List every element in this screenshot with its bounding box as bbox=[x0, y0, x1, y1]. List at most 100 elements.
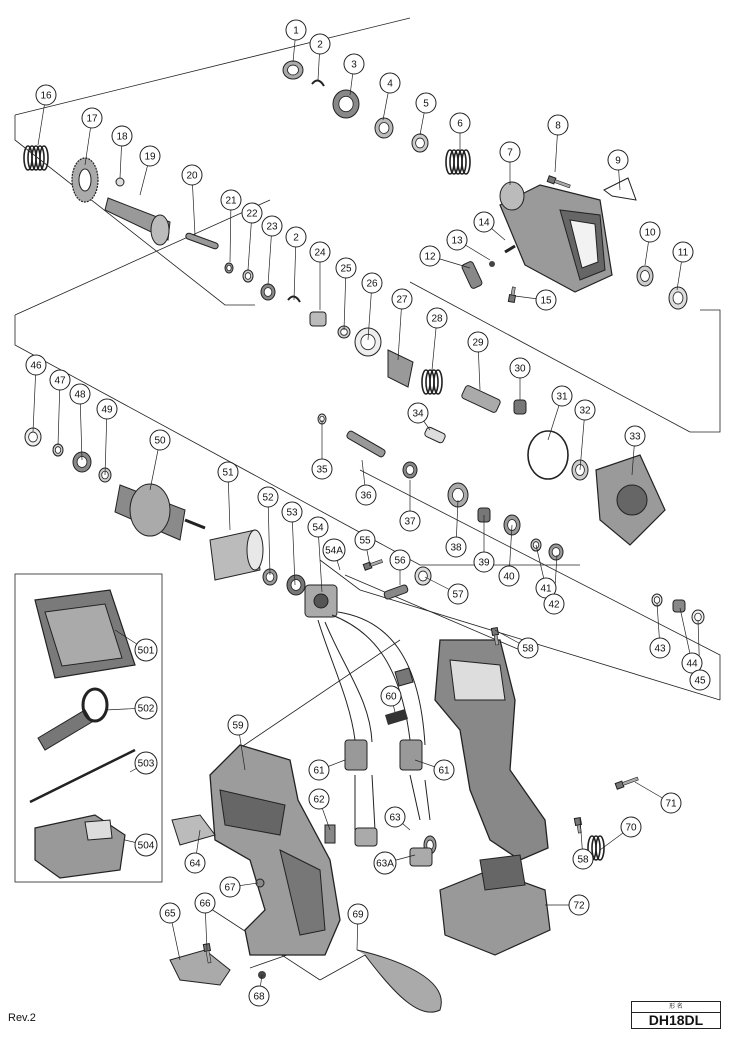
parts-illustrations bbox=[23, 60, 705, 1013]
callout-502: 502 bbox=[134, 696, 158, 720]
part-29-cam-icon bbox=[461, 385, 501, 413]
part-8-screw-icon bbox=[546, 175, 571, 189]
callout-1: 1 bbox=[285, 19, 307, 41]
part-55-screw-icon bbox=[362, 559, 383, 571]
callout-label: 19 bbox=[144, 152, 156, 163]
part-19-spindle-icon bbox=[104, 197, 171, 246]
callout-23: 23 bbox=[261, 215, 283, 237]
part-56-icon bbox=[383, 584, 409, 600]
callout-label: 12 bbox=[424, 252, 436, 263]
callout-24: 24 bbox=[309, 241, 331, 263]
motor-wires bbox=[317, 611, 431, 831]
callout-label: 58 bbox=[522, 644, 534, 655]
callout-49: 49 bbox=[96, 398, 118, 420]
callout-label: 55 bbox=[359, 536, 371, 547]
part-71-screw-icon bbox=[614, 776, 639, 790]
part-58-screw-icon bbox=[490, 626, 500, 646]
callout-leader bbox=[293, 236, 297, 301]
part-14-icon bbox=[504, 244, 516, 254]
model-name: DH18DL bbox=[648, 1012, 704, 1028]
callout-label: 28 bbox=[431, 314, 443, 325]
part-6-spring-icon bbox=[445, 149, 471, 175]
part-43-icon bbox=[651, 593, 663, 607]
callout-label: 18 bbox=[116, 132, 128, 143]
callout-36: 36 bbox=[355, 484, 377, 506]
callout-39: 39 bbox=[473, 551, 495, 573]
callout-64: 64 bbox=[184, 852, 206, 874]
callout-58: 58 bbox=[517, 637, 539, 659]
callout-71: 71 bbox=[660, 792, 682, 814]
callout-leader bbox=[267, 496, 271, 576]
callout-label: 15 bbox=[540, 296, 552, 307]
callout-label: 6 bbox=[457, 119, 463, 130]
part-31-oring-icon bbox=[527, 430, 569, 480]
callout-label: 64 bbox=[189, 859, 201, 870]
callout-38: 38 bbox=[445, 536, 467, 558]
callout-label: 20 bbox=[186, 171, 198, 182]
callout-68: 68 bbox=[248, 985, 270, 1007]
part-38-icon bbox=[447, 482, 469, 508]
callout-15: 15 bbox=[535, 289, 557, 311]
callout-25: 25 bbox=[335, 257, 357, 279]
part-47-icon bbox=[52, 443, 64, 457]
part-15-screw-icon bbox=[507, 286, 517, 304]
callout-label: 57 bbox=[452, 590, 464, 601]
callout-4: 4 bbox=[379, 72, 401, 94]
part-27-plate-icon bbox=[387, 349, 414, 388]
callout-label: 72 bbox=[573, 901, 585, 912]
callout-label: 63 bbox=[389, 813, 401, 824]
part-4-icon bbox=[374, 117, 394, 139]
callout-44: 44 bbox=[681, 652, 703, 674]
callout-50: 50 bbox=[149, 429, 171, 451]
part-13-icon bbox=[489, 261, 495, 267]
callout-2: 2 bbox=[285, 226, 307, 248]
callout-label: 54 bbox=[312, 523, 324, 534]
part-58b-screw-icon bbox=[573, 816, 583, 834]
callout-59: 59 bbox=[227, 714, 249, 736]
callout-label: 42 bbox=[548, 600, 560, 611]
part-26-icon bbox=[354, 327, 382, 357]
callout-label: 22 bbox=[246, 209, 258, 220]
part-58-switch-icon bbox=[394, 667, 414, 687]
callout-63: 63 bbox=[384, 806, 406, 828]
callout-label: 7 bbox=[507, 148, 513, 159]
callout-label: 2 bbox=[293, 233, 299, 244]
callout-46: 46 bbox=[25, 354, 47, 376]
callout-label: 40 bbox=[503, 572, 515, 583]
part-63a-term-icon bbox=[409, 847, 433, 867]
callout-55: 55 bbox=[354, 529, 376, 551]
callout-27: 27 bbox=[391, 288, 413, 310]
assembly-guide-lines bbox=[14, 17, 721, 981]
callout-51: 51 bbox=[217, 461, 239, 483]
callout-2: 2 bbox=[309, 33, 331, 55]
part-54-brush-holder-icon bbox=[304, 584, 338, 618]
callout-30: 30 bbox=[509, 357, 531, 379]
callout-67: 67 bbox=[219, 876, 241, 898]
callout-label: 59 bbox=[232, 721, 244, 732]
callout-label: 25 bbox=[340, 264, 352, 275]
part-24-icon bbox=[309, 311, 327, 327]
callout-48: 48 bbox=[69, 383, 91, 405]
callout-13: 13 bbox=[446, 229, 468, 251]
callout-503: 503 bbox=[134, 751, 158, 775]
callout-label: 24 bbox=[314, 248, 326, 259]
callout-label: 13 bbox=[451, 236, 463, 247]
callout-label: 8 bbox=[555, 121, 561, 132]
callout-label: 71 bbox=[665, 799, 677, 810]
callout-label: 54A bbox=[325, 546, 343, 557]
callout-leader bbox=[317, 526, 323, 593]
callout-label: 53 bbox=[286, 508, 298, 519]
callout-label: 502 bbox=[138, 704, 155, 715]
callout-66: 66 bbox=[194, 892, 216, 914]
callout-8: 8 bbox=[547, 114, 569, 136]
part-501-case-icon bbox=[34, 589, 136, 679]
part-36-shaft-icon bbox=[346, 430, 386, 458]
callout-61: 61 bbox=[433, 759, 455, 781]
callout-21: 21 bbox=[220, 189, 242, 211]
callout-label: 38 bbox=[450, 543, 462, 554]
callout-19: 19 bbox=[139, 145, 161, 167]
callout-29: 29 bbox=[467, 331, 489, 353]
part-504-charger-icon bbox=[34, 814, 126, 879]
